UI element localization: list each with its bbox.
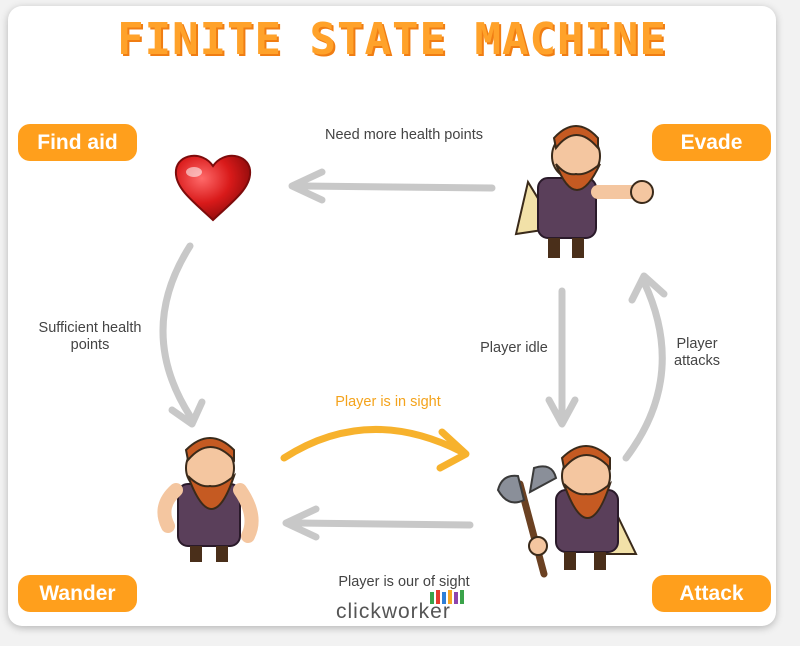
- arrow-sufficient-health: [159, 242, 206, 428]
- clickworker-logo-icon: [430, 590, 464, 604]
- diagram-title: FINITE STATE MACHINE: [117, 14, 667, 65]
- state-attack: Attack: [652, 575, 771, 612]
- clickworker-logo: clickworker: [336, 600, 451, 623]
- state-wander: Wander: [18, 575, 137, 612]
- label-sufficient-health: Sufficient health points: [38, 320, 142, 353]
- arrow-player-attacks: [622, 272, 668, 462]
- dwarf-wander-icon: [157, 437, 259, 562]
- label-player-attacks: Player attacks: [674, 336, 720, 369]
- state-find-aid: Find aid: [18, 124, 137, 161]
- diagram-card: FINITE STATE MACHINE: [8, 6, 776, 626]
- dwarf-attack-icon: [555, 445, 638, 570]
- dwarf-evade-icon: [514, 125, 654, 258]
- label-player-idle: Player idle: [480, 340, 548, 356]
- label-player-in-sight: Player is in sight: [335, 394, 441, 410]
- arrow-player-idle: [545, 287, 579, 428]
- arrow-player-in-sight: [280, 425, 470, 472]
- label-need-health: Need more health points: [325, 127, 483, 143]
- heart-icon: [174, 155, 252, 222]
- arrow-need-health: [288, 168, 496, 204]
- label-player-out-of-sight: Player is our of sight: [338, 574, 470, 590]
- arrow-player-out-of-sight: [282, 505, 474, 541]
- state-evade: Evade: [652, 124, 771, 161]
- axe-icon: [496, 465, 558, 578]
- diagram-canvas: [157, 125, 668, 604]
